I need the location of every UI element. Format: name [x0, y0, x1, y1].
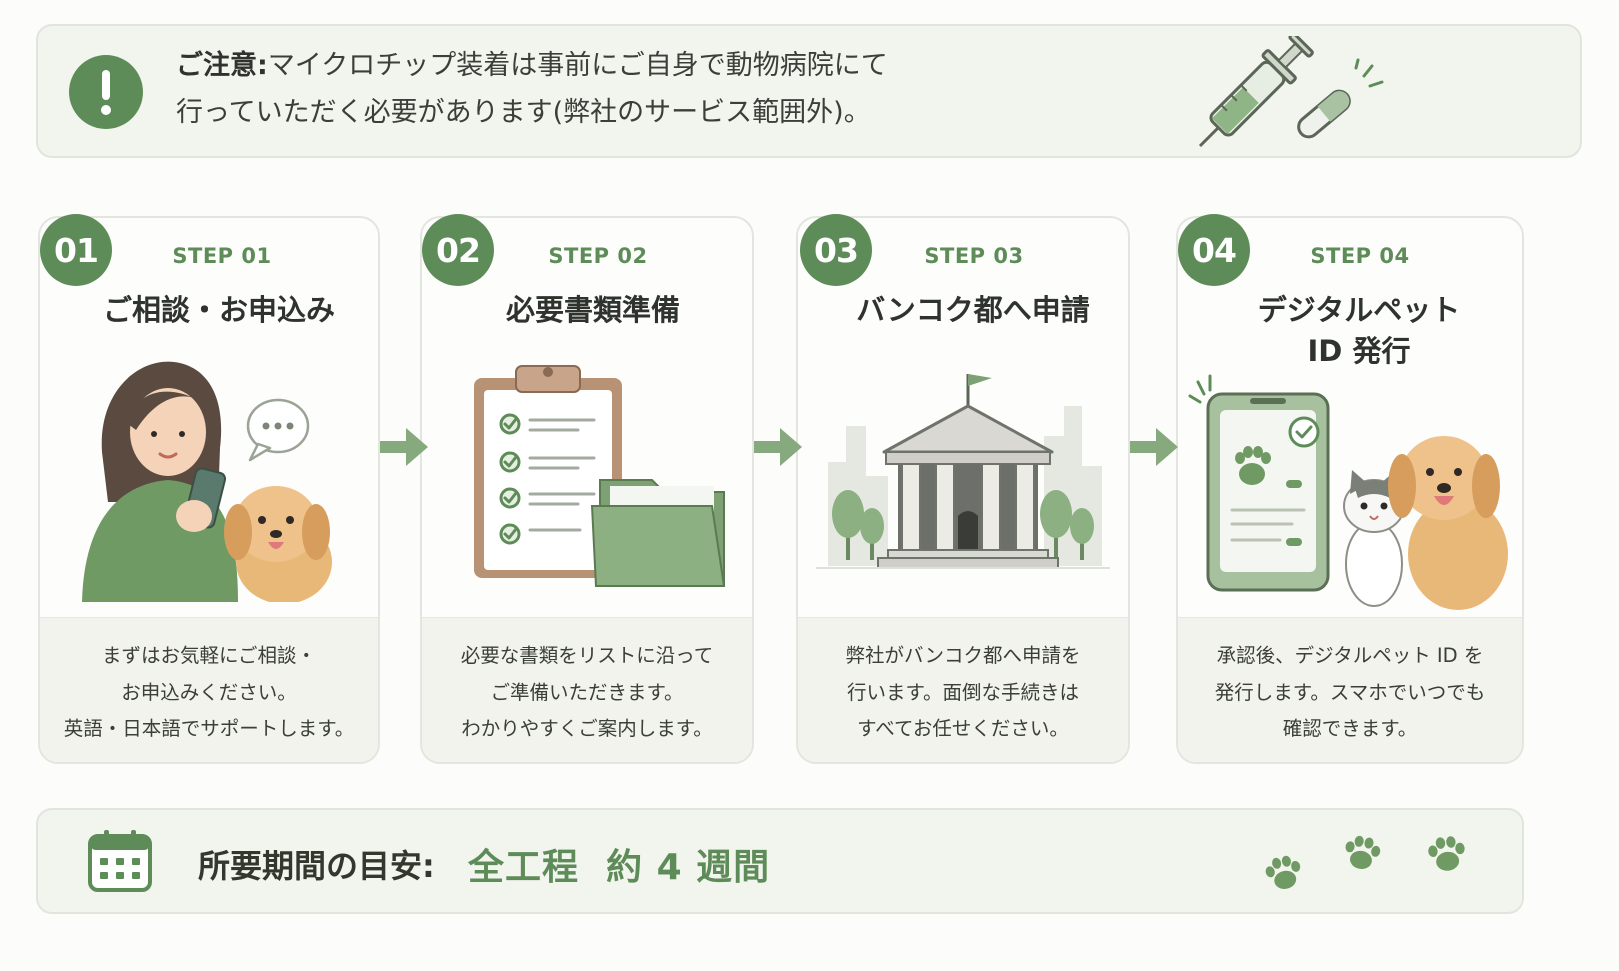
step-card-4: 承認後、デジタルペット ID を 発行します。スマホでいつでも 確認できます。: [1176, 216, 1524, 764]
folder-icon: [590, 479, 726, 587]
step-1-description: まずはお気軽にご相談・ お申込みください。 英語・日本語でサポートします。: [46, 638, 372, 748]
paw-icon: [1235, 446, 1271, 485]
step-2-badge: 02: [422, 214, 494, 286]
step-4-description: 承認後、デジタルペット ID を 発行します。スマホでいつでも 確認できます。: [1184, 638, 1516, 748]
calendar-icon: [88, 830, 152, 892]
step-1-desc-line3: 英語・日本語でサポートします。: [63, 717, 355, 740]
step-3-desc-line2: 行います。面倒な手続きは: [846, 680, 1080, 704]
notice-highlight: ご注意:: [176, 50, 268, 81]
paw-icon: [1265, 855, 1301, 889]
step-4-desc-line2: 発行します。スマホでいつでも: [1214, 680, 1486, 704]
government-building-icon: [877, 404, 1059, 569]
step-4-title: デジタルペット ID 発行: [1176, 290, 1542, 372]
exclamation-circle-icon: [69, 55, 143, 129]
step-3-title: バンコク都へ申請: [856, 293, 1090, 327]
syringe-icon: [1198, 36, 1314, 148]
clipboard-checklist-icon: [474, 365, 622, 578]
bangkok-city-hall-illustration: [816, 374, 1110, 569]
woman-with-phone-and-dog-illustration: [82, 361, 332, 602]
step-3-desc-line3: すべてお任せください。: [857, 717, 1069, 740]
arrow-right-icon: [1130, 428, 1178, 466]
step-1-desc-line1: まずはお気軽にご相談・: [101, 644, 317, 667]
step-2-footer: 必要な書類をリストに沿って ご準備いただきます。 わかりやすくご案内します。: [422, 617, 752, 762]
step-1-desc-line2: お申込みください。: [121, 680, 297, 704]
notice-text: ご注意:マイクロチップ装着は事前にご自身で動物病院にて 行っていただく必要があり…: [176, 42, 1076, 136]
step-1-badge: 01: [40, 214, 112, 286]
digital-pet-id-phone-illustration: [1188, 374, 1508, 610]
notice-line2: 行っていただく必要があります(弊社のサービス範囲外)。: [176, 97, 871, 128]
notice-banner: [36, 24, 1582, 158]
step-4-title-line2: ID 発行: [1307, 334, 1411, 368]
clipboard-and-folder-illustration: [474, 365, 726, 587]
step-2-desc-line2: ご準備いただきます。: [490, 680, 684, 704]
check-circle-icon: [1288, 416, 1320, 448]
dog-icon: [224, 486, 332, 602]
notice-line1: マイクロチップ装着は事前にご自身で動物病院にて: [267, 50, 888, 81]
step-2-title: 必要書類準備: [505, 293, 680, 327]
microchip-capsule-icon: [1297, 89, 1351, 139]
step-1-title: ご相談・お申込み: [102, 293, 335, 327]
step-3-label: STEP 03: [924, 244, 1024, 268]
step-2-desc-line1: 必要な書類をリストに沿って: [460, 644, 714, 667]
syringe-capsule-illustration: [1198, 36, 1384, 148]
step-4-desc-line3: 確認できます。: [1282, 717, 1418, 740]
arrow-right-icon: [754, 428, 802, 466]
speech-bubble-icon: [246, 398, 310, 462]
duration-value: 全工程 約 4 週間: [468, 847, 771, 888]
step-4-label: STEP 04: [1310, 244, 1410, 268]
step-1-footer: まずはお気軽にご相談・ お申込みください。 英語・日本語でサポートします。: [40, 617, 378, 762]
step-4-badge: 04: [1178, 214, 1250, 286]
step-3-footer: 弊社がバンコク都へ申請を 行います。面倒な手続きは すべてお任せください。: [798, 617, 1128, 762]
step-1-label: STEP 01: [172, 244, 272, 268]
paw-icon: [1345, 835, 1381, 869]
step-4-footer: 承認後、デジタルペット ID を 発行します。スマホでいつでも 確認できます。: [1178, 617, 1522, 762]
tree-icon: [832, 490, 1094, 560]
step-2-desc-line3: わかりやすくご案内します。: [461, 717, 713, 740]
step-4-desc-line1: 承認後、デジタルペット ID を: [1216, 644, 1484, 667]
step-2-label: STEP 02: [548, 244, 648, 268]
step-3-description: 弊社がバンコク都へ申請を 行います。面倒な手続きは すべてお任せください。: [804, 638, 1122, 748]
step-2-description: 必要な書類をリストに沿って ご準備いただきます。 わかりやすくご案内します。: [428, 638, 746, 748]
arrow-right-icon: [380, 428, 428, 466]
step-3-desc-line1: 弊社がバンコク都へ申請を: [845, 644, 1081, 667]
step-4-title-line1: デジタルペット: [1257, 293, 1461, 327]
step-3-badge: 03: [800, 214, 872, 286]
paw-icon: [1428, 836, 1465, 871]
duration-label: 所要期間の目安:: [198, 847, 435, 885]
dog-icon: [1388, 436, 1508, 610]
